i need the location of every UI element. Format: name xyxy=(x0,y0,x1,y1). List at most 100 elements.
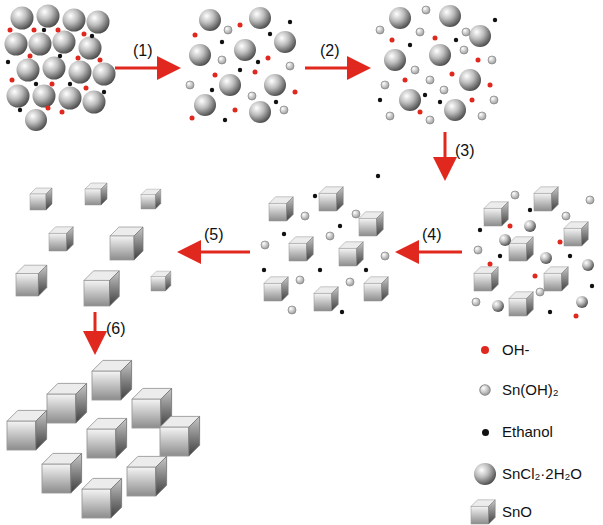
illustration-part xyxy=(93,63,116,86)
illustration-part xyxy=(433,36,438,41)
cluster-step5 xyxy=(16,183,171,306)
illustration-part xyxy=(346,278,354,286)
illustration-part xyxy=(25,109,47,131)
illustration-part xyxy=(98,58,103,63)
illustration-part xyxy=(340,310,344,314)
illustration-part xyxy=(264,74,286,96)
illustration-part xyxy=(301,212,309,220)
illustration-part xyxy=(318,268,322,272)
illustration-part xyxy=(63,9,86,32)
cluster-step3 xyxy=(472,187,594,319)
illustration-part xyxy=(56,28,61,33)
illustration-part xyxy=(558,240,563,245)
illustration-part xyxy=(574,314,579,319)
illustration-part xyxy=(586,196,594,204)
illustration-part xyxy=(84,86,89,91)
illustration-part xyxy=(34,82,38,86)
illustration-part xyxy=(511,191,519,199)
illustration-part xyxy=(359,212,383,236)
illustration-part xyxy=(223,118,227,122)
illustration-part xyxy=(82,32,87,37)
illustration-part xyxy=(76,56,81,61)
illustration-part xyxy=(115,67,172,70)
step-number: (1) xyxy=(133,42,153,60)
illustration-part xyxy=(364,277,388,301)
illustration-part xyxy=(478,228,482,232)
illustration-part xyxy=(29,33,52,56)
illustration-part xyxy=(528,208,532,212)
illustration-part xyxy=(253,70,258,75)
illustration-part xyxy=(110,227,143,260)
illustration-part xyxy=(219,74,241,96)
illustration-part xyxy=(423,93,427,97)
illustration-part xyxy=(69,61,92,84)
legend-samples xyxy=(471,385,496,524)
illustration-part xyxy=(233,108,238,113)
illustration-part xyxy=(386,112,394,120)
illustration-part xyxy=(82,478,122,518)
illustration-part xyxy=(218,56,226,64)
illustration-part xyxy=(389,7,411,29)
illustration-part xyxy=(470,98,475,103)
illustration-part xyxy=(28,54,33,59)
illustration-part xyxy=(7,85,30,108)
illustration-part xyxy=(199,9,221,31)
illustration-part xyxy=(79,37,102,60)
illustration-part xyxy=(390,38,395,43)
illustration-part xyxy=(493,18,497,22)
illustration-part xyxy=(193,33,198,38)
illustration-part xyxy=(293,90,298,95)
illustration-part xyxy=(46,106,51,111)
illustration-part xyxy=(18,108,22,112)
illustration-part xyxy=(376,174,380,178)
illustration-part xyxy=(6,60,10,64)
illustration-part xyxy=(319,187,343,211)
illustration-part xyxy=(8,28,13,33)
illustration-part xyxy=(404,251,462,254)
illustration-part xyxy=(314,287,338,311)
illustration-part xyxy=(411,66,419,74)
illustration-part xyxy=(42,28,46,32)
illustration-part xyxy=(33,85,56,108)
illustration-part xyxy=(210,88,214,92)
illustration-part xyxy=(102,90,106,94)
illustration-part xyxy=(280,106,288,114)
illustration-part xyxy=(17,59,40,82)
illustration-part xyxy=(469,25,491,47)
illustration-part xyxy=(269,197,293,221)
illustration-part xyxy=(224,26,232,34)
illustration-part xyxy=(509,237,533,261)
process-arrows xyxy=(95,68,462,346)
illustration-part xyxy=(426,76,434,84)
illustration-part xyxy=(459,69,481,91)
illustration-part xyxy=(11,7,34,30)
illustration-part xyxy=(490,96,498,104)
illustration-part xyxy=(282,232,286,236)
illustration-part xyxy=(403,78,408,83)
cluster-step2 xyxy=(376,5,498,124)
illustration-part xyxy=(471,500,495,524)
illustration-part xyxy=(488,56,496,64)
illustration-part xyxy=(249,7,271,29)
illustration-part xyxy=(474,246,482,254)
illustration-part xyxy=(381,252,389,260)
illustration-part xyxy=(268,32,272,36)
illustration-part xyxy=(472,298,480,306)
illustration-part xyxy=(544,267,568,291)
illustration-part xyxy=(444,99,466,121)
illustration-part xyxy=(262,268,266,272)
illustration-part xyxy=(49,227,73,251)
step-number: (3) xyxy=(455,142,475,160)
illustration-part xyxy=(58,54,62,58)
illustration-part xyxy=(384,49,406,71)
illustration-part xyxy=(286,62,294,70)
legend-label: OH- xyxy=(502,341,530,359)
illustration-part xyxy=(87,11,110,34)
illustration-part xyxy=(534,187,558,211)
illustration-part xyxy=(296,276,304,284)
illustration-part xyxy=(160,416,200,456)
illustration-part xyxy=(189,44,211,66)
illustration-part xyxy=(484,202,508,226)
illustration-part xyxy=(326,232,334,240)
illustration-part xyxy=(68,82,72,86)
